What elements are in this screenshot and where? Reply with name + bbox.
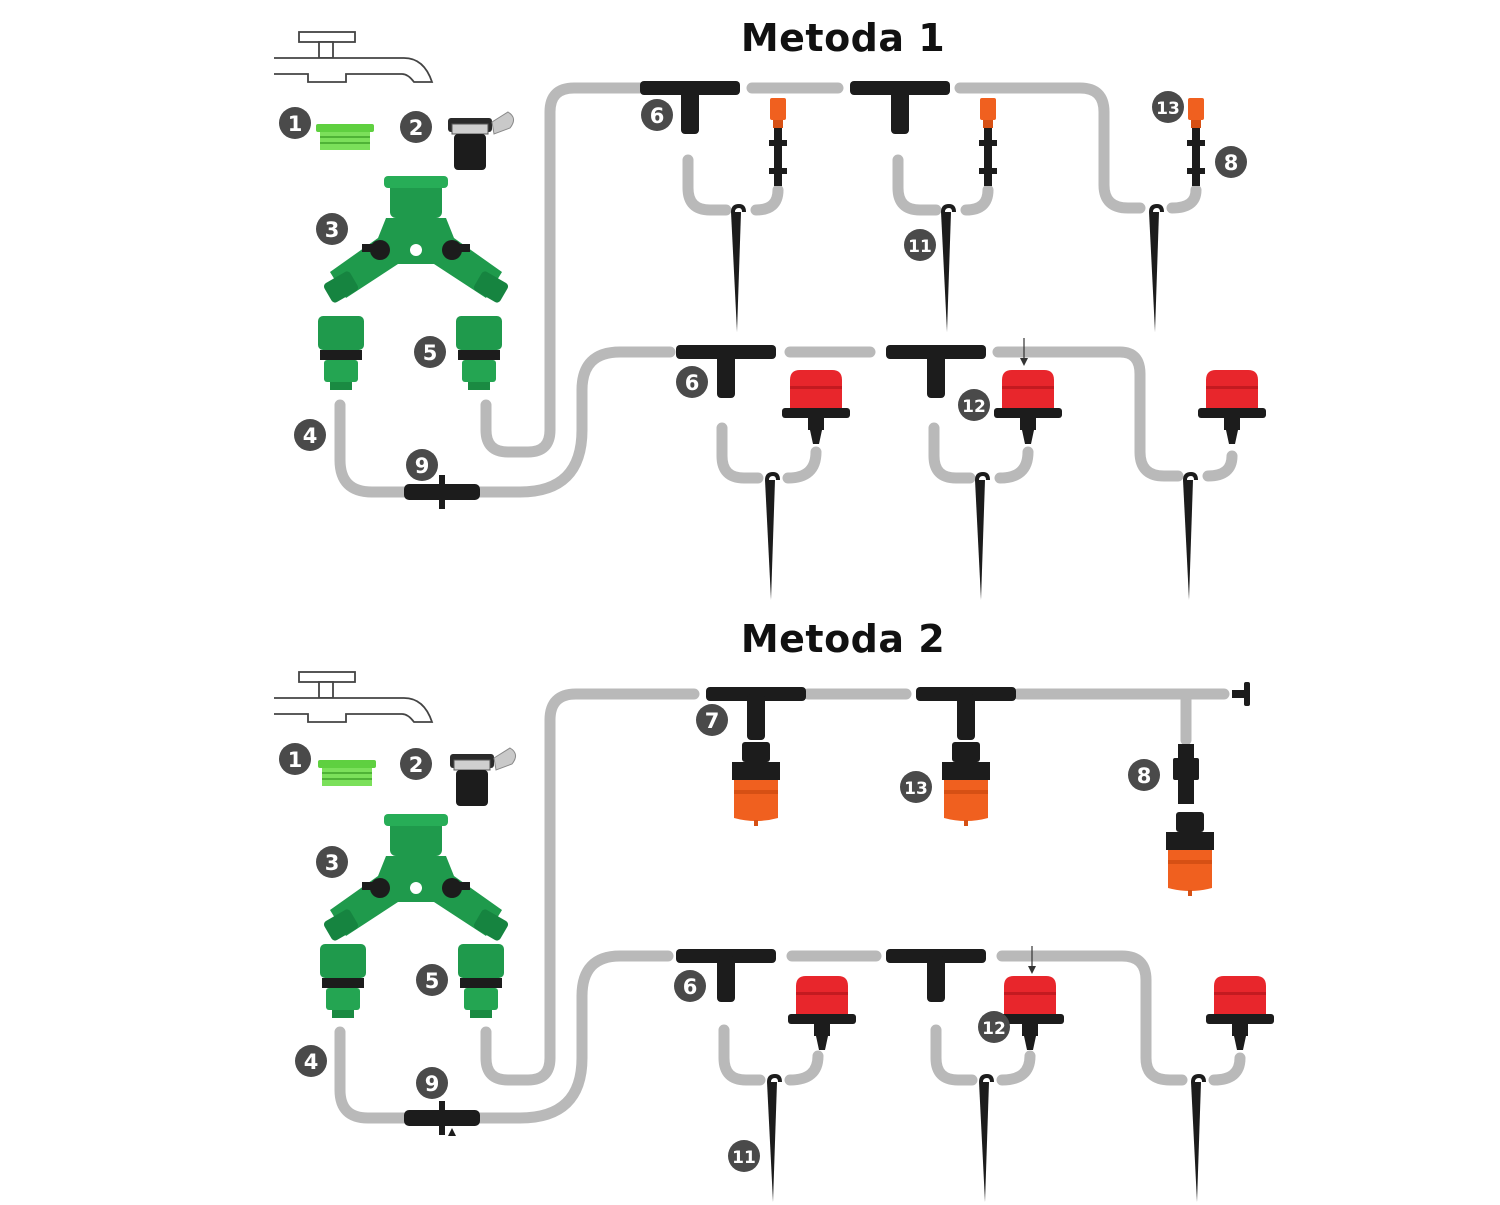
arrow-head-icon	[1020, 358, 1028, 366]
hose-connector-right-icon	[456, 316, 502, 390]
dripper-icon	[1206, 976, 1274, 1050]
badge: 13	[900, 771, 932, 803]
faucet-icon	[273, 31, 433, 83]
dripper-icon	[1198, 370, 1266, 444]
spray-nozzle-icon	[979, 98, 997, 186]
svg-text:7: 7	[705, 709, 720, 733]
spray-nozzle-icon	[732, 742, 780, 826]
badge: 2	[400, 111, 432, 143]
svg-text:1: 1	[288, 748, 303, 772]
straight-coupler-icon	[404, 475, 480, 509]
dripper-icon	[996, 976, 1064, 1050]
hose-connector-left-icon	[318, 316, 364, 390]
svg-text:6: 6	[650, 104, 665, 128]
badge: 9	[406, 449, 438, 481]
badge: 3	[316, 846, 348, 878]
badge: 8	[1215, 146, 1247, 178]
badge: 6	[676, 366, 708, 398]
svg-text:4: 4	[304, 1050, 319, 1074]
stake-icon	[975, 472, 990, 600]
hose-connector-right-icon	[458, 944, 504, 1018]
svg-text:5: 5	[423, 341, 438, 365]
stake-icon	[1191, 1074, 1206, 1202]
tee-connector-icon	[850, 81, 950, 134]
badge: 11	[728, 1140, 760, 1172]
badge: 5	[414, 336, 446, 368]
badge: 12	[958, 389, 990, 421]
svg-text:2: 2	[409, 116, 424, 140]
badge: 2	[400, 748, 432, 780]
badge: 13	[1152, 91, 1184, 123]
method-2-title: Metoda 2	[740, 617, 946, 661]
badge: 8	[1128, 759, 1160, 791]
badge: 3	[316, 213, 348, 245]
spray-nozzle-icon	[1166, 812, 1214, 896]
straight-coupler-icon	[404, 1101, 480, 1135]
svg-text:12: 12	[982, 1019, 1006, 1039]
thread-adapter-icon	[315, 123, 375, 151]
stake-icon	[941, 204, 956, 332]
badge: 6	[674, 970, 706, 1002]
hose-connector-left-icon	[320, 944, 366, 1018]
badge: 4	[295, 1045, 327, 1077]
svg-text:4: 4	[303, 424, 318, 448]
end-plug-icon	[1232, 682, 1250, 706]
svg-text:6: 6	[685, 371, 700, 395]
svg-text:11: 11	[732, 1148, 756, 1168]
svg-text:5: 5	[425, 969, 440, 993]
svg-text:1: 1	[288, 112, 303, 136]
badge: 1	[279, 107, 311, 139]
hose-lines	[334, 82, 1238, 498]
svg-text:9: 9	[425, 1072, 440, 1096]
svg-text:3: 3	[325, 218, 340, 242]
spray-nozzle-icon	[1187, 98, 1205, 186]
tee-connector-icon	[916, 687, 1016, 740]
hose-lines	[334, 688, 1246, 1124]
y-splitter-icon	[322, 176, 510, 305]
svg-text:12: 12	[962, 397, 986, 417]
badge: 11	[904, 229, 936, 261]
badge: 12	[978, 1011, 1010, 1043]
stake-icon	[731, 204, 746, 332]
spray-nozzle-icon	[769, 98, 787, 186]
thread-adapter-icon	[317, 759, 377, 787]
method-1: 1 2 3 4 5 6 6 8 9 11 12 13	[273, 31, 1266, 600]
svg-text:9: 9	[415, 454, 430, 478]
svg-text:13: 13	[904, 779, 928, 799]
badge: 4	[294, 419, 326, 451]
y-splitter-icon	[322, 814, 510, 943]
spray-nozzle-icon	[942, 742, 990, 826]
method-1-title: Metoda 1	[740, 16, 946, 60]
stake-icon	[767, 1074, 782, 1202]
arrow-head-icon	[448, 1128, 456, 1136]
svg-text:2: 2	[409, 753, 424, 777]
dripper-icon	[994, 370, 1062, 444]
stake-icon	[979, 1074, 994, 1202]
svg-text:11: 11	[908, 237, 932, 257]
stake-icon	[1149, 204, 1164, 332]
stake-icon	[765, 472, 780, 600]
method-2: 1 2 3 4 5 6 7 8 9 11 12 13	[273, 671, 1274, 1202]
badge: 5	[416, 964, 448, 996]
svg-text:6: 6	[683, 975, 698, 999]
stake-icon	[1183, 472, 1198, 600]
barbed-stem-icon	[1173, 744, 1199, 804]
tee-connector-icon	[886, 949, 986, 1002]
badge: 9	[416, 1067, 448, 1099]
svg-text:8: 8	[1137, 764, 1152, 788]
tap-connector-icon	[449, 747, 517, 807]
arrow-head-icon	[1028, 966, 1036, 974]
svg-text:13: 13	[1156, 99, 1180, 119]
dripper-icon	[782, 370, 850, 444]
badge: 6	[641, 99, 673, 131]
faucet-icon	[273, 671, 433, 723]
svg-text:8: 8	[1224, 151, 1239, 175]
tap-connector-icon	[447, 111, 515, 171]
dripper-icon	[788, 976, 856, 1050]
badge: 7	[696, 704, 728, 736]
badge: 1	[279, 743, 311, 775]
svg-text:3: 3	[325, 851, 340, 875]
